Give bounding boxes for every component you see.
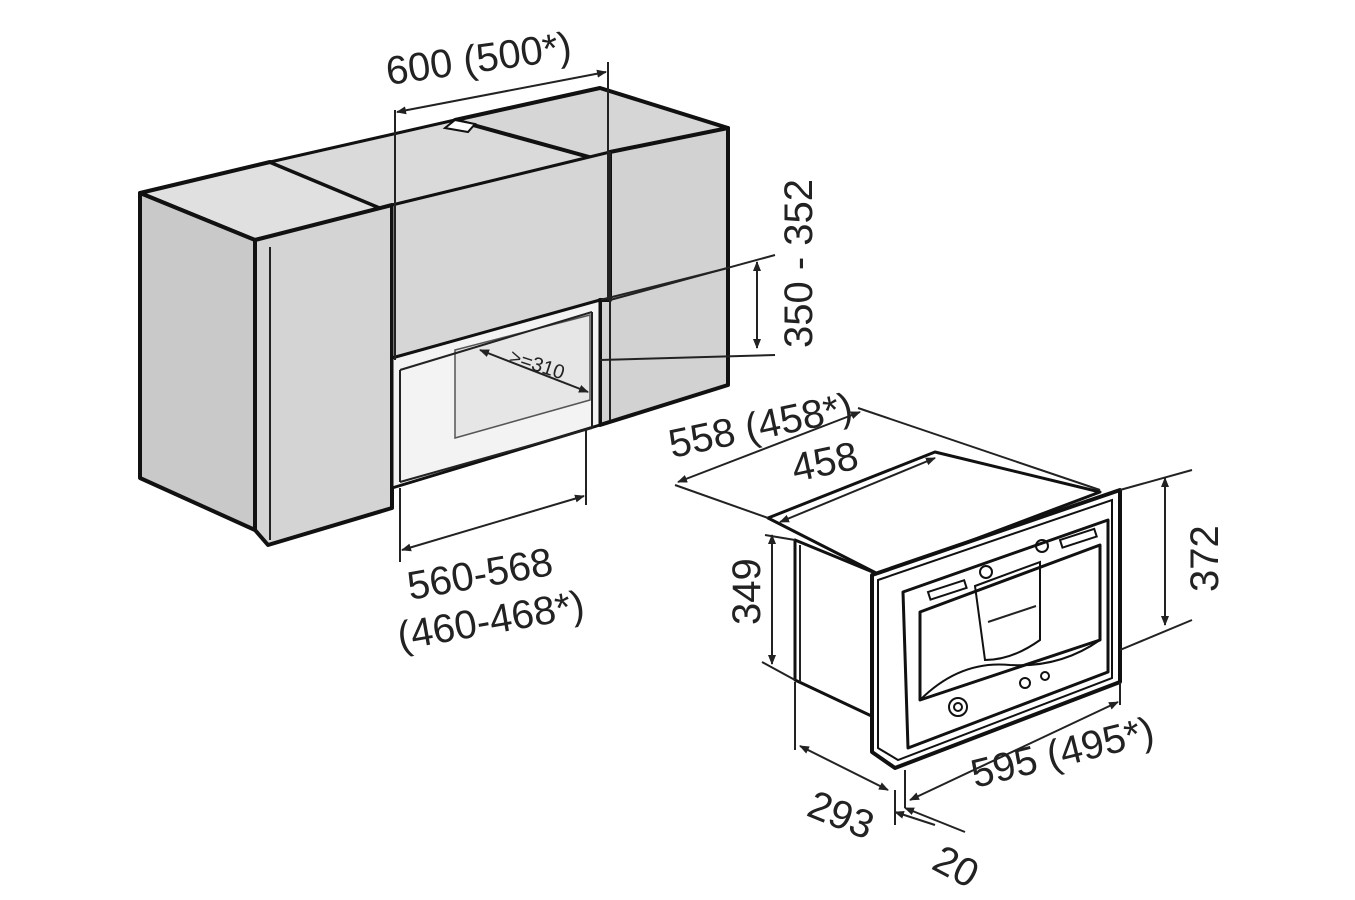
cabinet-left-door bbox=[253, 203, 394, 547]
label-appliance-body-height: 349 bbox=[725, 558, 769, 625]
control-knob-left bbox=[979, 565, 993, 579]
label-appliance-front-thickness: 20 bbox=[926, 837, 986, 897]
cabinet bbox=[138, 86, 730, 547]
control-slot-right bbox=[1058, 527, 1098, 549]
label-niche-height: 350 - 352 bbox=[777, 179, 821, 348]
drip-tray bbox=[919, 639, 1101, 701]
appliance-dimensions: 558 (458*) 458 349 372 595 (495*) 293 20 bbox=[665, 385, 1227, 897]
label-appliance-front-height: 372 bbox=[1183, 525, 1227, 592]
label-appliance-depth-body: 458 bbox=[788, 434, 862, 491]
control-slot-left bbox=[926, 578, 968, 601]
cabinet-front-right bbox=[598, 126, 730, 427]
dispenser-outline bbox=[973, 560, 1041, 662]
cabinet-left-side bbox=[138, 191, 257, 532]
label-appliance-body-offset: 293 bbox=[802, 783, 880, 849]
control-knob-right bbox=[1035, 539, 1049, 553]
cabinet-dimensions: 600 (500*) 350 - 352 >=310 560-568 (460-… bbox=[383, 24, 821, 659]
appliance bbox=[766, 450, 1122, 770]
